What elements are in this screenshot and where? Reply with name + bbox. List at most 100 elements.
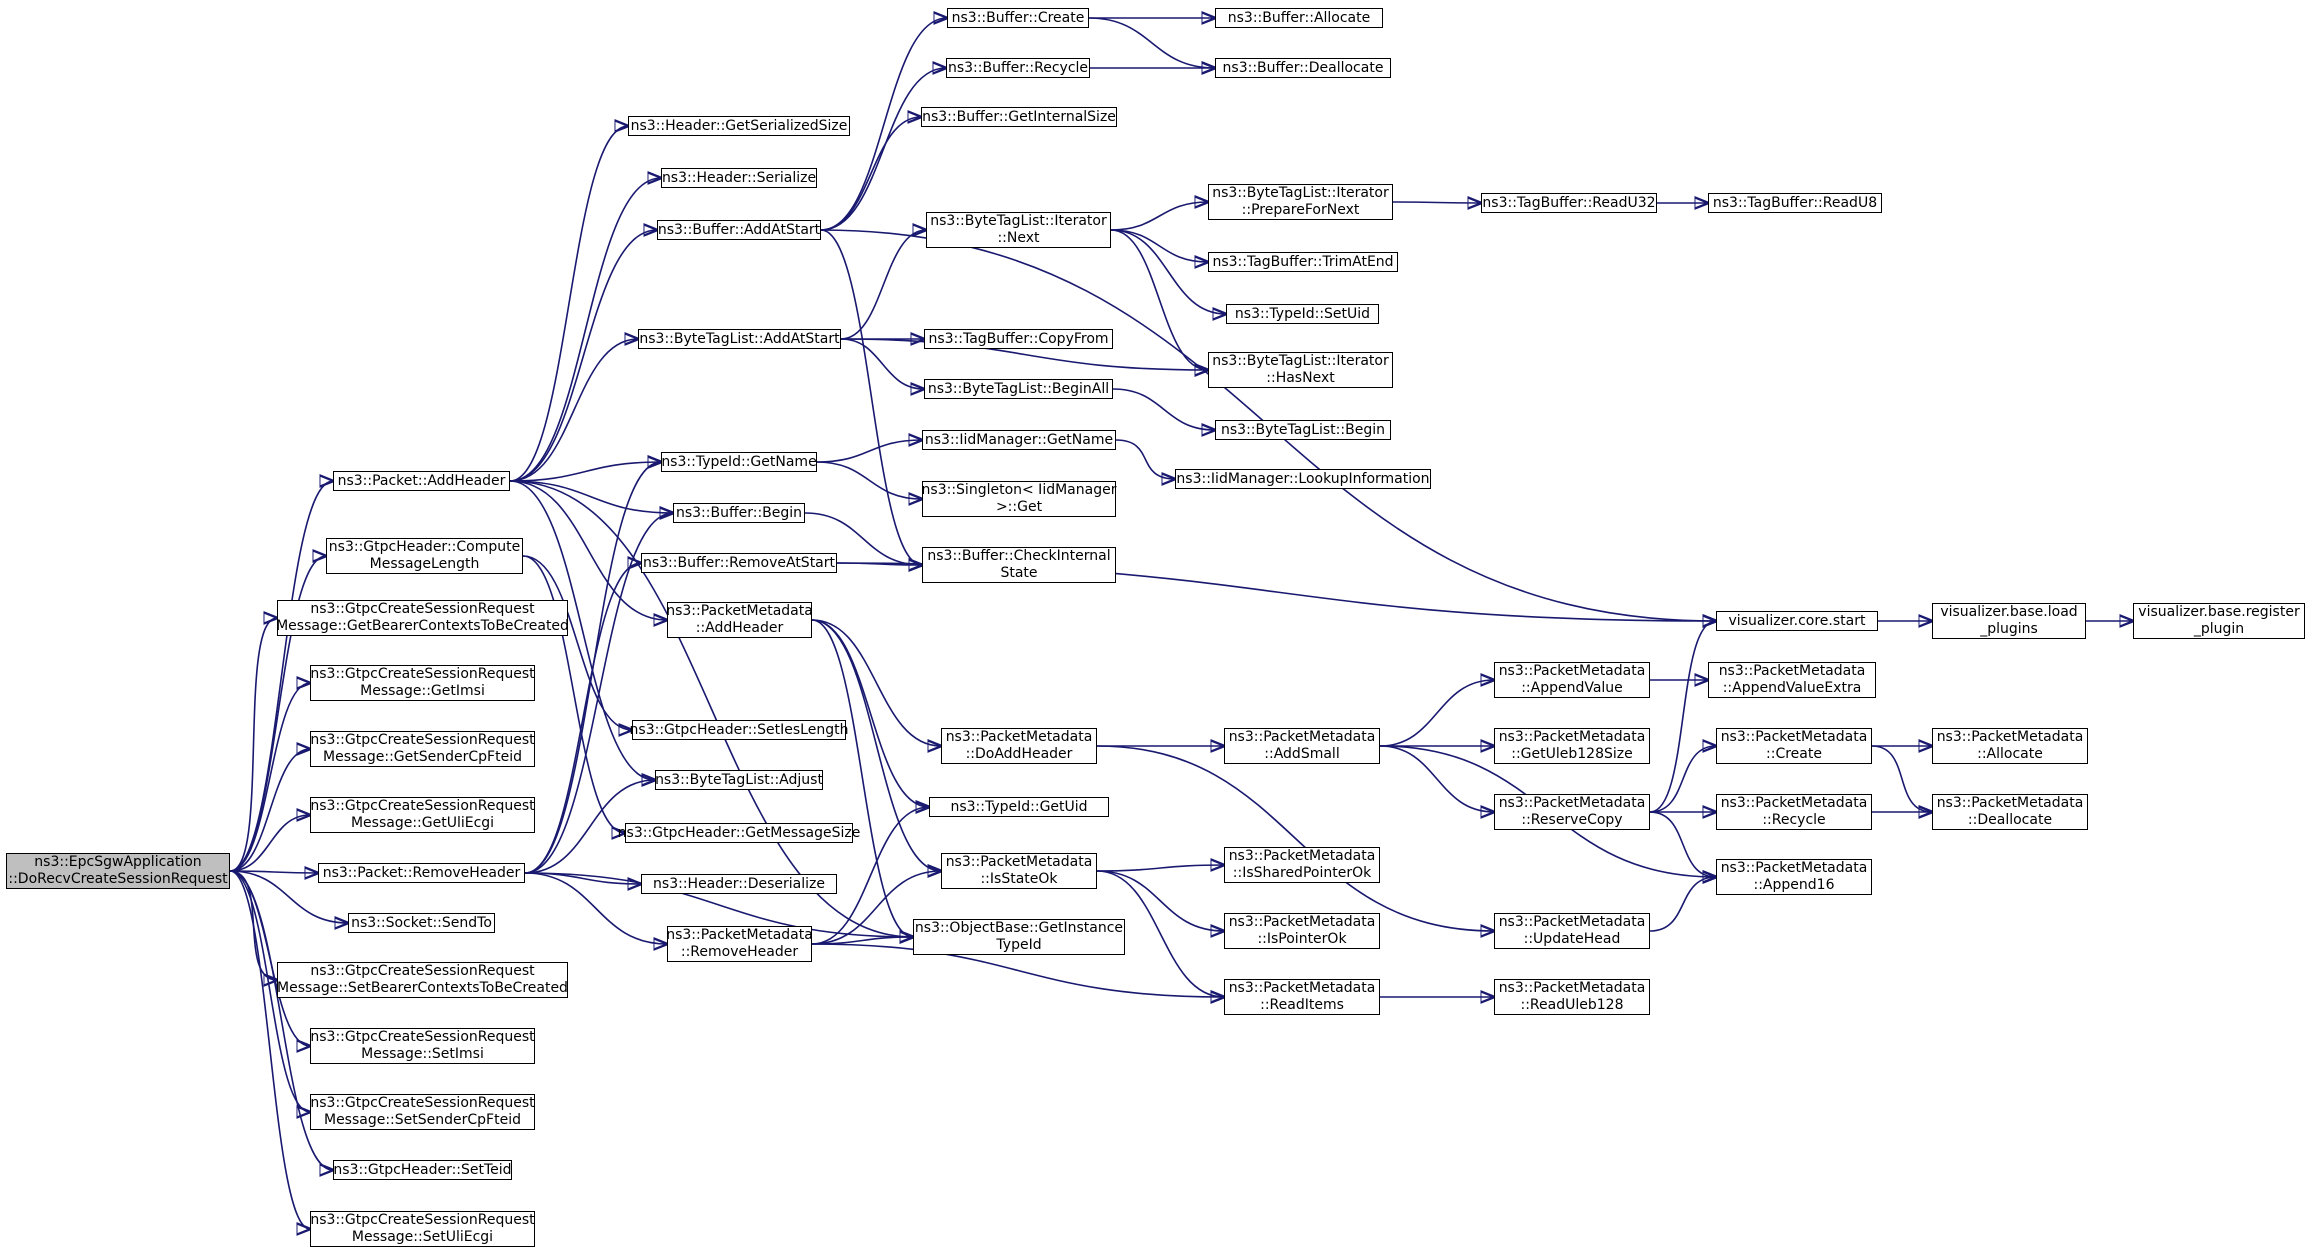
node-btladjust[interactable]: ns3::ByteTagList::Adjust <box>655 770 823 790</box>
node-addheader[interactable]: ns3::Packet::AddHeader <box>333 471 510 491</box>
node-label: ns3::Buffer::Recycle <box>947 59 1089 76</box>
edge-pmcreate-to-pmdeallocate <box>1871 745 1932 812</box>
node-bufcreate[interactable]: ns3::Buffer::Create <box>947 8 1089 28</box>
edge-addheader-to-btladdatstart <box>509 339 638 482</box>
node-btladdatstart[interactable]: ns3::ByteTagList::AddAtStart <box>638 329 841 349</box>
node-pmreaduleb[interactable]: ns3::PacketMetadata::ReadUleb128 <box>1494 979 1650 1015</box>
node-label: ns3::PacketMetadata <box>666 927 813 943</box>
edge-bufaddatstart-to-bufgetinternal <box>820 117 921 231</box>
node-label: ::Create <box>1766 746 1822 762</box>
node-label: ::RemoveHeader <box>680 944 799 960</box>
node-typeidgetname[interactable]: ns3::TypeId::GetName <box>661 452 817 472</box>
node-getserialized[interactable]: ns3::Header::GetSerializedSize <box>628 116 850 136</box>
node-label: ns3::GtpcCreateSessionRequest <box>310 1029 535 1045</box>
node-label: ns3::ByteTagList::Begin <box>1221 421 1385 438</box>
node-tbreadu32[interactable]: ns3::TagBuffer::ReadU32 <box>1481 193 1657 213</box>
node-pmappendvalueextra[interactable]: ns3::PacketMetadata::AppendValueExtra <box>1708 662 1876 698</box>
node-pmgetuleb[interactable]: ns3::PacketMetadata::GetUleb128Size <box>1494 728 1650 764</box>
node-pmupdatehead[interactable]: ns3::PacketMetadata::UpdateHead <box>1494 913 1650 949</box>
node-pmappend16[interactable]: ns3::PacketMetadata::Append16 <box>1716 859 1872 895</box>
node-serialize[interactable]: ns3::Header::Serialize <box>661 168 817 188</box>
node-label: ns3::PacketMetadata <box>666 603 813 619</box>
node-vizcorestart[interactable]: visualizer.core.start <box>1716 611 1878 631</box>
node-label: ns3::Buffer::GetInternalSize <box>922 108 1116 125</box>
node-label: ns3::IidManager::GetName <box>924 431 1114 448</box>
node-pmreservecopy[interactable]: ns3::PacketMetadata::ReserveCopy <box>1494 794 1650 830</box>
node-bufaddatstart[interactable]: ns3::Buffer::AddAtStart <box>657 220 821 240</box>
node-label: Message::GetImsi <box>360 683 485 699</box>
node-label: ::IsSharedPointerOk <box>1232 865 1372 881</box>
node-tbcopyfrom[interactable]: ns3::TagBuffer::CopyFrom <box>924 329 1113 349</box>
node-setteid[interactable]: ns3::GtpcHeader::SetTeid <box>333 1160 512 1180</box>
node-bufbegin[interactable]: ns3::Buffer::Begin <box>673 503 805 523</box>
node-pmremoveheader[interactable]: ns3::PacketMetadata::RemoveHeader <box>666 926 813 962</box>
node-setieslength[interactable]: ns3::GtpcHeader::SetIesLength <box>630 720 848 740</box>
node-getmessagesize[interactable]: ns3::GtpcHeader::GetMessageSize <box>618 823 860 843</box>
node-btlbeginall[interactable]: ns3::ByteTagList::BeginAll <box>924 379 1113 399</box>
node-label: State <box>1000 565 1038 581</box>
node-label: ns3::PacketMetadata <box>1228 980 1376 996</box>
node-pmdeallocate[interactable]: ns3::PacketMetadata::Deallocate <box>1932 794 2088 830</box>
node-pmaddsmall[interactable]: ns3::PacketMetadata::AddSmall <box>1224 728 1380 764</box>
node-bufdeallocate[interactable]: ns3::Buffer::Deallocate <box>1215 58 1391 78</box>
node-btlbegin[interactable]: ns3::ByteTagList::Begin <box>1215 420 1391 440</box>
node-pmisstateok[interactable]: ns3::PacketMetadata::IsStateOk <box>941 853 1097 889</box>
node-pmrecycle[interactable]: ns3::PacketMetadata::Recycle <box>1716 794 1872 830</box>
node-bufrecycle[interactable]: ns3::Buffer::Recycle <box>946 58 1090 78</box>
node-label: ::Allocate <box>1977 746 2043 762</box>
node-pmisptr[interactable]: ns3::PacketMetadata::IsPointerOk <box>1224 913 1380 949</box>
node-label: >::Get <box>995 499 1043 515</box>
node-pmappendvalue[interactable]: ns3::PacketMetadata::AppendValue <box>1494 662 1650 698</box>
node-label: ns3::GtpcCreateSessionRequest <box>310 963 535 979</box>
node-label: ns3::Buffer::Deallocate <box>1222 59 1384 76</box>
node-label: ns3::IidManager::LookupInformation <box>1176 470 1430 487</box>
node-vizregister[interactable]: visualizer.base.register_plugin <box>2133 603 2305 639</box>
edge-root-to-getsender <box>229 749 310 872</box>
node-singleton[interactable]: ns3::Singleton< IidManager>::Get <box>922 481 1116 517</box>
node-label: ns3::PacketMetadata <box>1720 795 1868 811</box>
node-typeidgetuid[interactable]: ns3::TypeId::GetUid <box>929 797 1109 817</box>
node-bufallocate[interactable]: ns3::Buffer::Allocate <box>1215 8 1383 28</box>
node-pmreaditems[interactable]: ns3::PacketMetadata::ReadItems <box>1224 979 1380 1015</box>
node-removeheader[interactable]: ns3::Packet::RemoveHeader <box>318 863 525 883</box>
node-label: ns3::TypeId::GetUid <box>950 798 1088 815</box>
node-pmallocate[interactable]: ns3::PacketMetadata::Allocate <box>1932 728 2088 764</box>
node-label: ns3::Socket::SendTo <box>351 914 492 931</box>
node-label: ns3::ByteTagList::BeginAll <box>927 380 1110 397</box>
node-hdrdeserialize[interactable]: ns3::Header::Deserialize <box>641 874 837 894</box>
edge-addheader-to-bufaddatstart <box>509 230 657 482</box>
edge-pmremoveheader-to-pmisstateok <box>811 871 941 945</box>
node-btliternext[interactable]: ns3::ByteTagList::Iterator::Next <box>926 212 1111 248</box>
node-tbreadu8[interactable]: ns3::TagBuffer::ReadU8 <box>1708 193 1882 213</box>
node-ithasnext[interactable]: ns3::ByteTagList::Iterator::HasNext <box>1208 352 1393 388</box>
node-sendto[interactable]: ns3::Socket::SendTo <box>348 913 495 933</box>
node-pmcreate[interactable]: ns3::PacketMetadata::Create <box>1716 728 1872 764</box>
edge-bufaddatstart-to-checkinternal <box>820 229 922 565</box>
node-itpreparefornext[interactable]: ns3::ByteTagList::Iterator::PrepareForNe… <box>1208 184 1393 220</box>
node-bufgetinternal[interactable]: ns3::Buffer::GetInternalSize <box>921 107 1117 127</box>
node-label: Message::SetSenderCpFteid <box>323 1112 521 1128</box>
edge-pmdoaddheader-to-pmupdatehead <box>1096 745 1494 931</box>
node-iidlookup[interactable]: ns3::IidManager::LookupInformation <box>1175 469 1431 489</box>
node-root[interactable]: ns3::EpcSgwApplication::DoRecvCreateSess… <box>6 853 230 889</box>
node-pmissharedptr[interactable]: ns3::PacketMetadata::IsSharedPointerOk <box>1224 847 1380 883</box>
node-typeidsetuid[interactable]: ns3::TypeId::SetUid <box>1226 304 1379 324</box>
node-pmaddheader[interactable]: ns3::PacketMetadata::AddHeader <box>666 602 813 638</box>
node-tbtrimatend[interactable]: ns3::TagBuffer::TrimAtEnd <box>1208 252 1398 272</box>
node-iidgetname[interactable]: ns3::IidManager::GetName <box>922 430 1116 450</box>
node-vizloadplugins[interactable]: visualizer.base.load_plugins <box>1932 603 2086 639</box>
node-pmdoaddheader[interactable]: ns3::PacketMetadata::DoAddHeader <box>941 728 1097 764</box>
node-bufremoveatstart[interactable]: ns3::Buffer::RemoveAtStart <box>641 553 837 573</box>
